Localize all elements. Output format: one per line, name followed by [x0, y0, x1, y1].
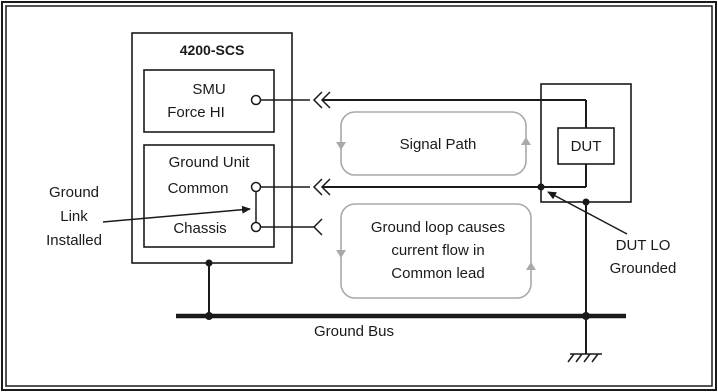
ground-link-label-line1: Ground — [49, 184, 99, 201]
signal-path-label: Signal Path — [400, 136, 477, 153]
chassis-connector-symbol — [312, 218, 323, 236]
ground-link-label-line2: Link — [60, 208, 88, 225]
common-terminal — [250, 181, 262, 193]
signal-loop-arrow-right — [521, 137, 531, 145]
earth-ground-symbol — [567, 353, 602, 363]
ground-unit-title: Ground Unit — [169, 154, 251, 171]
smu-force-hi-terminal — [250, 94, 262, 106]
ground-link-callout-arrow — [102, 205, 251, 223]
chassis-terminal — [250, 221, 262, 233]
ground-bus-junction-right — [582, 312, 590, 320]
instrument-title: 4200-SCS — [180, 42, 245, 58]
dut-box — [557, 127, 615, 165]
dut-label: DUT — [571, 138, 602, 155]
ground-bus-label: Ground Bus — [314, 323, 394, 340]
ground-loop-label-line1: Ground loop causes — [371, 219, 505, 236]
dut-lo-label-line2: Grounded — [610, 260, 677, 277]
ground-link-label-line3: Installed — [46, 232, 102, 249]
smu-force-hi-label: Force HI — [167, 104, 225, 121]
chassis-label: Chassis — [173, 220, 226, 237]
signal-loop-arrow-left — [336, 142, 346, 150]
diagram-inner-frame — [5, 5, 713, 387]
ground-loop-arrow-left — [336, 250, 346, 258]
smu-box — [143, 69, 275, 133]
ground-loop-label-line3: Common lead — [391, 265, 484, 282]
common-label: Common — [168, 180, 229, 197]
ground-loop-label-line2: current flow in — [391, 242, 484, 259]
smu-label: SMU — [192, 81, 225, 98]
ground-loop-arrow-right — [526, 262, 536, 270]
ground-unit-box — [143, 144, 275, 248]
dut-lo-callout-arrow — [547, 191, 628, 235]
dut-lo-label-line1: DUT LO — [616, 237, 671, 254]
